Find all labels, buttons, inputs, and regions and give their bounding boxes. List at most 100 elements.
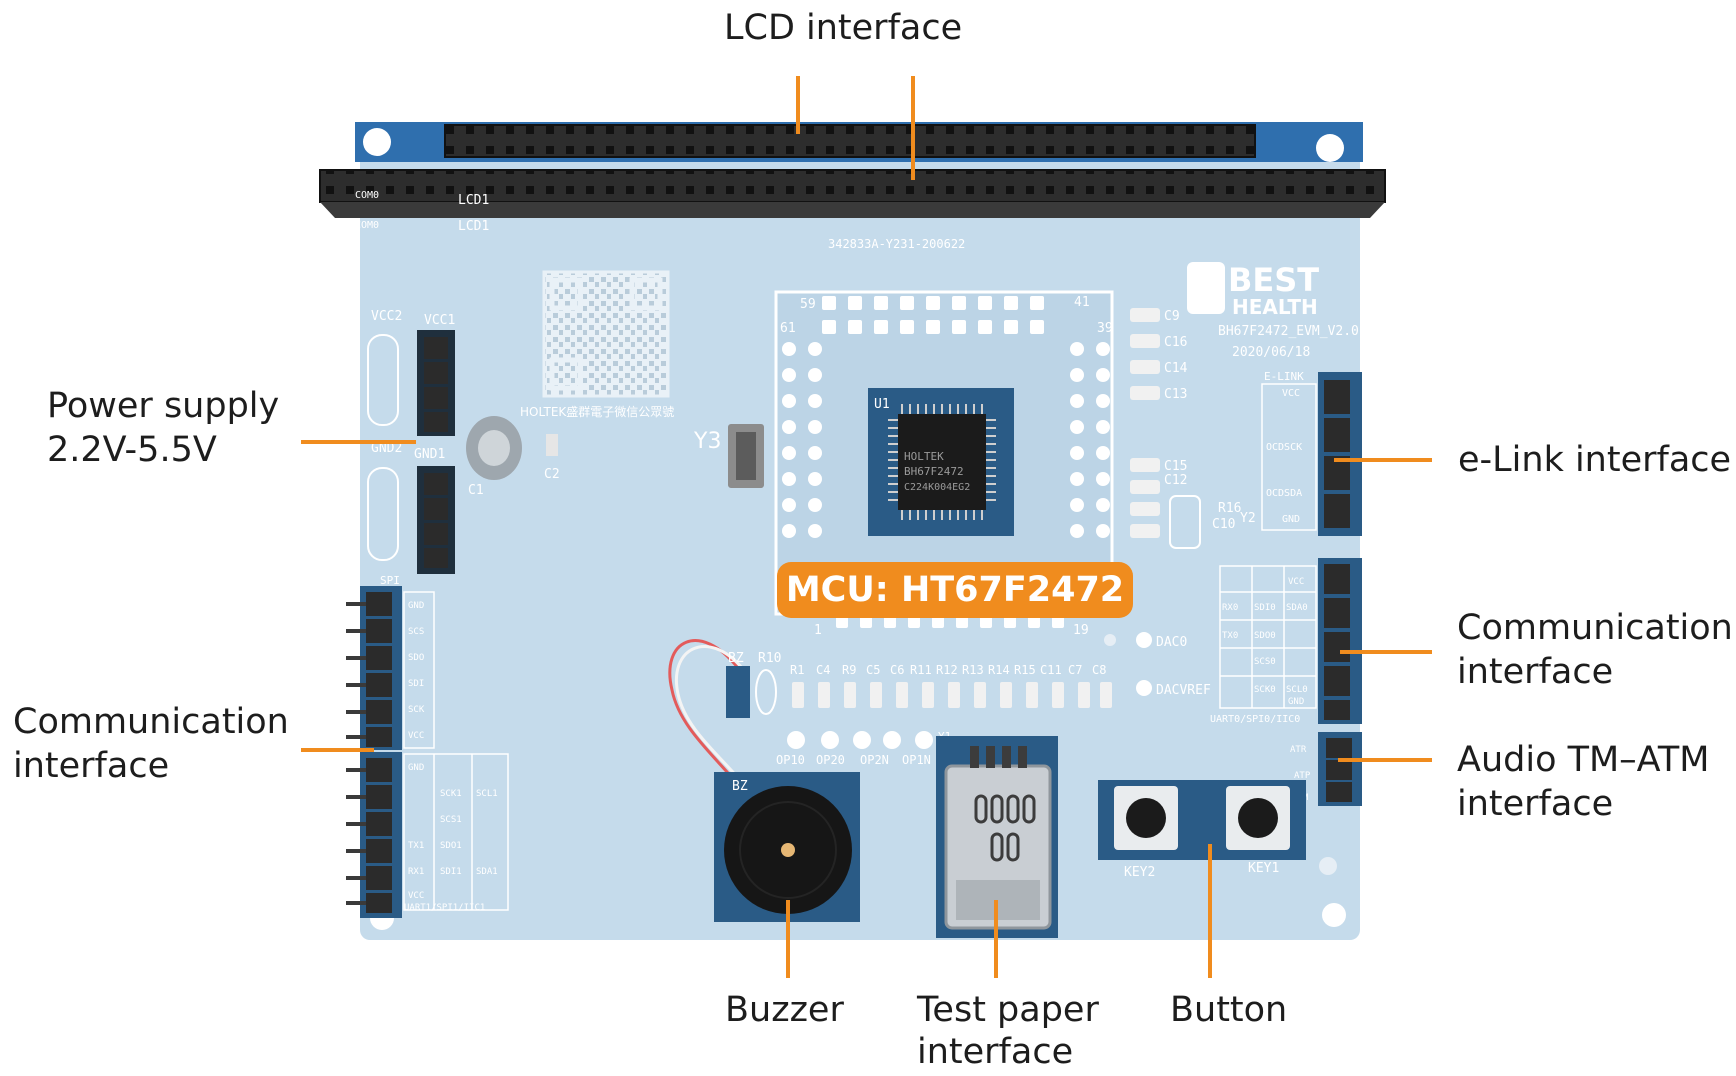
silk-r15: R15: [1014, 663, 1036, 677]
silk-u1-tx1: TX1: [408, 841, 424, 851]
silk-elink-ocdsck: OCDSCK: [1266, 442, 1302, 453]
silk-pin-39: 39: [1097, 321, 1113, 336]
callout-button: Button: [1170, 990, 1288, 1030]
mount-hole: [363, 128, 391, 156]
silk-r1: R1: [790, 663, 804, 677]
silk-bz-pcb: BZ: [728, 651, 744, 666]
silk-pin-19: 19: [1073, 623, 1089, 638]
silk-op20: OP20: [816, 753, 845, 767]
silk-pin-61: 61: [780, 321, 796, 336]
silk-bz: BZ: [732, 779, 748, 794]
silk-qr-caption: HOLTEK盛群電子微信公眾號: [520, 404, 674, 419]
smd-passives-row: [792, 682, 1112, 708]
buzzer-wire-white: [675, 645, 750, 791]
leader-lines: [301, 76, 1432, 978]
chip-mark-3: C224K004EG2: [904, 482, 970, 493]
silk-cr-scs0: SCS0: [1254, 657, 1276, 667]
callout-comm-left-2: interface: [13, 746, 170, 786]
silk-u1-scs1: SCS1: [440, 815, 462, 825]
silk-cr-vcc: VCC: [1288, 577, 1304, 587]
silk-u1: U1: [874, 397, 890, 412]
silk-elink-vcc: VCC: [1282, 388, 1300, 399]
mcu-chip: [898, 414, 986, 510]
silk-vcc2: VCC2: [371, 309, 402, 324]
silk-lcd1: LCD1: [458, 219, 489, 234]
silk-y2: Y2: [1240, 511, 1256, 526]
silk-r16: R16: [1218, 501, 1241, 516]
silk-cr-scl0: SCL0: [1286, 685, 1308, 695]
silk-atp: ATP: [1294, 771, 1311, 781]
silk-spi-gnd: GND: [408, 601, 424, 611]
callout-power-supply: Power supply: [47, 386, 280, 426]
silk-pin-1: 1: [814, 623, 822, 638]
comm-right-table: [1219, 565, 1317, 709]
silk-cr-rx0: RX0: [1222, 603, 1238, 613]
mount-hole: [1319, 857, 1337, 875]
lcd-header-base: [320, 202, 1385, 218]
silk-u1-sda1: SDA1: [476, 867, 498, 877]
silk-u1-scl1: SCL1: [476, 789, 498, 799]
silk-spi-scs: SCS: [408, 627, 424, 637]
silk-c14: C14: [1164, 361, 1188, 376]
brand-logo: BEST HEALTH: [1187, 261, 1319, 319]
silk-cr-sdo0: SDO0: [1254, 631, 1276, 641]
silk-c7: C7: [1068, 663, 1082, 677]
silk-c2: C2: [544, 467, 560, 482]
silk-gnd2: GND2: [371, 441, 402, 456]
silk-r9: R9: [842, 663, 856, 677]
silk-cr-gnd: GND: [1288, 697, 1304, 707]
mcu-badge-bg: [777, 562, 1133, 618]
silk-com0: COM0: [355, 190, 379, 201]
silk-c10: C10: [1212, 517, 1235, 532]
silk-c11: C11: [1040, 663, 1062, 677]
silk-r14: R14: [988, 663, 1010, 677]
silk-spi-vcc: VCC: [408, 731, 424, 741]
silk-key2: KEY2: [1124, 865, 1155, 880]
smd-caps-right: [1130, 308, 1160, 538]
silk-model: BH67F2472_EVM_V2.0: [1218, 324, 1359, 339]
silk-pin-41: 41: [1074, 295, 1090, 310]
silk-c12: C12: [1164, 473, 1187, 488]
silk-c5: C5: [866, 663, 880, 677]
callout-lcd-interface: LCD interface: [724, 8, 963, 48]
chip-mark-1: HOLTEK: [904, 450, 944, 463]
silk-r11: R11: [910, 663, 932, 677]
socket-pins: [782, 296, 1110, 628]
silk-u1-sck1: SCK1: [440, 789, 462, 799]
silk-serial: 342833A-Y231-200622: [828, 237, 965, 251]
mount-hole: [1322, 903, 1346, 927]
silk-r12: R12: [936, 663, 958, 677]
silk-c9: C9: [1164, 309, 1180, 324]
silk-com0: COM0: [355, 220, 379, 231]
uart1-table: [403, 753, 509, 911]
silk-elink: E-LINK: [1264, 370, 1304, 383]
chip-mark-2: BH67F2472: [904, 465, 964, 478]
silk-op2n: OP2N: [860, 753, 889, 767]
silk-op1n: OP1N: [902, 753, 931, 767]
silk-u1-sdo1: SDO1: [440, 841, 462, 851]
mcu-leads: [888, 404, 996, 520]
silk-vcc1: VCC1: [424, 313, 455, 328]
buzzer-wire-red: [668, 639, 744, 791]
silk-uart0: UART0/SPI0/IIC0: [1210, 714, 1300, 725]
silk-elink-ocdsda: OCDSDA: [1266, 488, 1302, 499]
silk-u1-sdi1: SDI1: [440, 867, 462, 877]
silk-key1: KEY1: [1248, 861, 1279, 876]
lcd-header-back: [444, 124, 1256, 158]
test-paper-contacts: [974, 794, 1036, 862]
callout-comm-right-1: Communication: [1457, 608, 1733, 648]
silk-cr-sdi0: SDI0: [1254, 603, 1276, 613]
callout-power-range: 2.2V-5.5V: [47, 430, 217, 470]
silk-c8: C8: [1092, 663, 1106, 677]
silk-c4: C4: [816, 663, 830, 677]
silk-y3: Y3: [693, 429, 721, 454]
silk-cr-sda0: SDA0: [1286, 603, 1308, 613]
callout-audio-2: interface: [1457, 784, 1614, 824]
silk-spi-sck: SCK: [408, 705, 425, 715]
qr-code: [542, 270, 670, 398]
silk-u1-gnd: GND: [408, 763, 424, 773]
silk-dac0: DAC0: [1156, 635, 1187, 650]
silk-c6: C6: [890, 663, 904, 677]
